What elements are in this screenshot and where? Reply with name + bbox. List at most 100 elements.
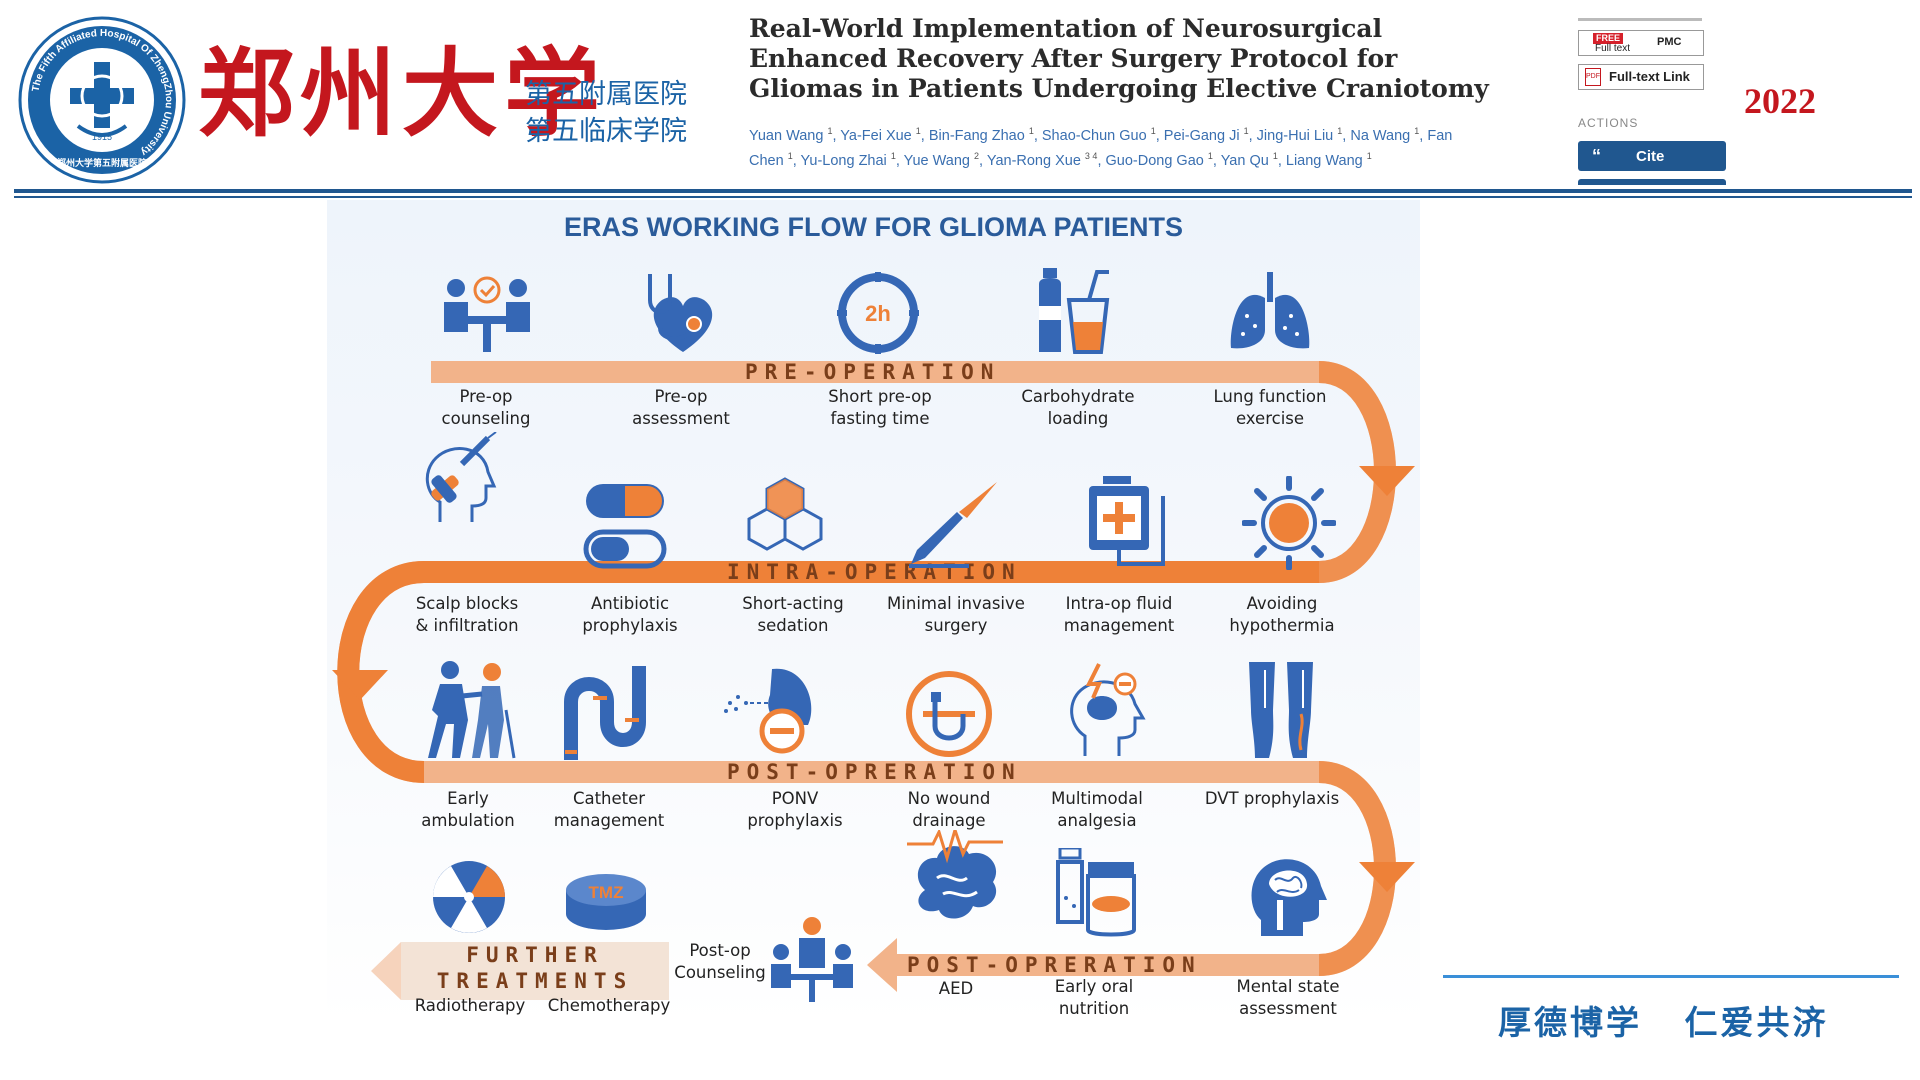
- phase-pre-operation: PRE-OPERATION: [745, 360, 1001, 384]
- scalpel-icon: [909, 482, 997, 568]
- svg-text:2h: 2h: [865, 301, 891, 326]
- author-affiliation: 1: [915, 126, 921, 136]
- author-affiliation: 1: [1414, 126, 1420, 136]
- author-name[interactable]: Bin-Fang Zhao 1: [928, 126, 1034, 144]
- further-line-2: TREATMENTS: [436, 969, 634, 993]
- item-chemotherapy: Chemotherapy: [547, 996, 671, 1015]
- phase-post-operation-1: POST-OPRERATION: [727, 760, 1022, 784]
- arrow-left-2: [371, 942, 401, 1000]
- arrow-down-3: [1359, 862, 1415, 892]
- author-list: Yuan Wang 1, Ya-Fei Xue 1, Bin-Fang Zhao…: [749, 126, 1453, 169]
- paper-title: Real-World Implementation of Neurosurgic…: [749, 14, 1529, 104]
- author-affiliation: 1: [1272, 150, 1278, 161]
- cite-button[interactable]: “ Cite: [1578, 141, 1726, 171]
- full-text-link-label: Full-text Link: [1609, 69, 1690, 84]
- full-text-link-button[interactable]: PDF Full-text Link: [1578, 64, 1704, 90]
- full-text-label: Full text: [1595, 43, 1631, 54]
- svg-text:TMZ: TMZ: [589, 883, 624, 902]
- author-name[interactable]: Yue Wang 2: [903, 150, 980, 169]
- sidebar-divider: [1578, 18, 1702, 21]
- author-affiliation: 2: [974, 150, 980, 161]
- drain-ban-icon: [906, 671, 992, 757]
- phase-further-treatments: FURTHER TREATMENTS: [401, 942, 669, 994]
- header: The Fifth Affiliated Hospital Of ZhengZh…: [0, 0, 1920, 205]
- title-line-3: Gliomas in Patients Undergoing Elective …: [749, 74, 1489, 103]
- counseling-icon: [444, 276, 530, 352]
- next-action-button[interactable]: [1578, 179, 1726, 185]
- author-name[interactable]: Yan Qu 1: [1220, 150, 1278, 169]
- quote-icon: “: [1592, 146, 1601, 166]
- author-name[interactable]: Yan-Rong Xue 3 4: [986, 150, 1098, 169]
- item-aed: AED: [938, 979, 974, 998]
- cite-label: Cite: [1636, 148, 1665, 165]
- author-name[interactable]: Ya-Fei Xue 1: [840, 126, 921, 144]
- year-label: 2022: [1744, 81, 1816, 121]
- title-line-2: Enhanced Recovery After Surgery Protocol…: [749, 44, 1398, 73]
- author-affiliation: 1: [787, 150, 793, 161]
- svg-text:郑州大学第五附属医院: 郑州大学第五附属医院: [57, 157, 147, 169]
- header-rule-thin: [14, 196, 1912, 198]
- clock-icon: 2h: [837, 272, 919, 354]
- post-op-counseling-icon: [771, 917, 853, 1002]
- university-motto: 厚德博学 仁爱共济: [1498, 1003, 1829, 1042]
- further-line-1: FURTHER: [466, 943, 604, 967]
- university-name: 郑州大学: [198, 37, 606, 150]
- author-name[interactable]: Shao-Chun Guo 1: [1041, 126, 1156, 144]
- workflow-path: [332, 361, 1415, 1000]
- author-name[interactable]: Fan Chen 1: [749, 127, 1453, 169]
- iv-bag-icon: [1089, 476, 1165, 566]
- infographic-title: ERAS WORKING FLOW FOR GLIOMA PATIENTS: [564, 212, 1183, 242]
- hospital-seal-logo: The Fifth Affiliated Hospital Of ZhengZh…: [18, 16, 186, 184]
- walking-assist-icon: [428, 661, 516, 759]
- pdf-icon: PDF: [1585, 68, 1601, 86]
- legs-icon: [1249, 662, 1313, 758]
- author-name[interactable]: Yu-Long Zhai 1: [800, 150, 896, 169]
- hexagon-molecule-icon: [747, 477, 823, 551]
- sun-icon: [1242, 476, 1336, 570]
- further-treatments-band: [401, 942, 669, 1000]
- head-injection-icon: [425, 432, 497, 522]
- author-affiliation: 3 4: [1084, 150, 1098, 161]
- motto-divider: [1443, 975, 1899, 978]
- head-brain-icon: [1251, 859, 1327, 936]
- actions-label: ACTIONS: [1578, 116, 1639, 130]
- vomit-ban-icon: [724, 668, 812, 754]
- brain-wave-icon: [907, 830, 1003, 919]
- author-name[interactable]: Na Wang 1: [1350, 126, 1420, 144]
- free-full-text-pmc-button[interactable]: FREE Full text PMC: [1578, 30, 1704, 56]
- author-name[interactable]: Yuan Wang 1: [749, 126, 833, 144]
- author-name[interactable]: Liang Wang 1: [1285, 150, 1372, 169]
- author-affiliation: 1: [1150, 126, 1156, 136]
- item-radiotherapy: Radiotherapy: [414, 996, 526, 1015]
- author-affiliation: 1: [1028, 126, 1034, 136]
- author-name[interactable]: Jing-Hui Liu 1: [1256, 126, 1343, 144]
- radiation-icon: [433, 861, 505, 933]
- author-name[interactable]: Pei-Gang Ji 1: [1163, 126, 1249, 144]
- lungs-icon: [1230, 272, 1310, 349]
- author-name[interactable]: Guo-Dong Gao 1: [1105, 150, 1213, 169]
- arrow-down-1: [1359, 466, 1415, 496]
- nutrition-can-icon: [1056, 848, 1136, 937]
- author-affiliation: 1: [1337, 126, 1343, 136]
- item-scalp-blocks: Scalp blocks& infiltration: [415, 594, 519, 635]
- drink-bottle-icon: [1039, 268, 1110, 354]
- author-affiliation: 1: [1366, 150, 1372, 161]
- phase-post-operation-2: POST-OPRERATION: [907, 953, 1202, 977]
- author-affiliation: 1: [1243, 126, 1249, 136]
- college-line-2: 第五临床学院: [525, 116, 687, 147]
- arrow-down-2: [332, 670, 388, 700]
- author-affiliation: 1: [1207, 150, 1213, 161]
- author-affiliation: 1: [890, 150, 896, 161]
- header-rule: [14, 189, 1912, 193]
